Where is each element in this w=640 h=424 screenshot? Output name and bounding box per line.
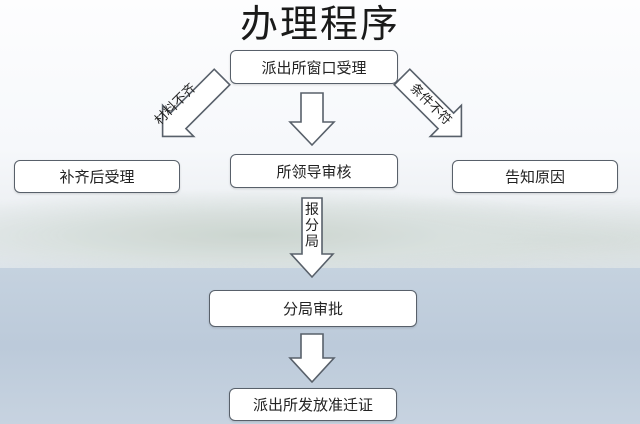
arrow-to-notify	[393, 68, 463, 138]
diagram-title: 办理程序	[239, 2, 400, 46]
arrow-to-supplement	[161, 68, 231, 138]
node-supplement: 补齐后受理	[14, 160, 180, 193]
node-issue: 派出所发放准迁证	[229, 388, 397, 421]
node-notify: 告知原因	[452, 160, 618, 193]
arrow-approve-to-issue	[288, 333, 336, 384]
edge-label-report: 报分局	[305, 202, 319, 250]
arrow-window-to-review	[288, 92, 336, 147]
node-review: 所领导审核	[230, 154, 398, 188]
node-window: 派出所窗口受理	[230, 50, 398, 84]
arrow-review-to-approve	[289, 197, 335, 279]
node-approve: 分局审批	[209, 290, 417, 327]
